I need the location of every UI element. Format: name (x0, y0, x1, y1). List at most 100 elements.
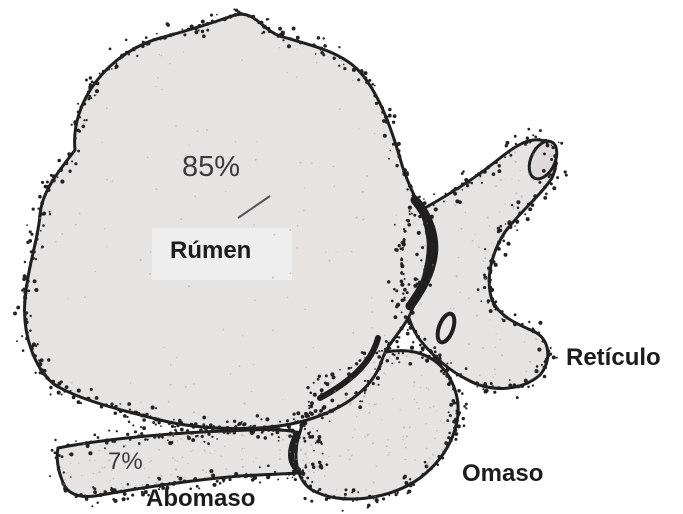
stipple-dot (432, 264, 434, 266)
stipple-dot (336, 252, 337, 253)
stipple-dot (362, 218, 364, 220)
stipple-dot (57, 391, 61, 395)
stipple-dot (462, 417, 465, 420)
stipple-dot (391, 300, 394, 303)
stipple-dot (198, 425, 200, 427)
stipple-dot (160, 435, 163, 438)
stipple-dot (51, 184, 53, 186)
stipple-dot (445, 365, 447, 367)
stipple-dot (50, 381, 52, 383)
stipple-dot (355, 497, 359, 501)
stipple-dot (409, 482, 411, 484)
omaso-label: Omaso (462, 462, 543, 486)
stipple-dot (28, 239, 32, 243)
stipple-dot (404, 443, 405, 444)
stipple-dot (374, 85, 376, 87)
stipple-dot (61, 393, 63, 395)
stipple-dot (545, 358, 548, 361)
stipple-dot (304, 453, 306, 455)
stipple-dot (400, 328, 403, 331)
stipple-dot (427, 243, 430, 246)
stipple-dot (39, 361, 41, 363)
stipple-dot (83, 119, 85, 121)
stipple-dot (514, 135, 517, 138)
stipple-dot (83, 102, 86, 105)
stipple-dot (526, 142, 528, 144)
stipple-dot (396, 303, 400, 307)
stipple-dot (168, 482, 170, 484)
stipple-dot (454, 438, 457, 441)
stipple-dot (373, 498, 375, 500)
stipple-dot (327, 386, 329, 388)
stipple-dot (422, 209, 425, 212)
stipple-dot (458, 373, 460, 375)
stipple-dot (193, 383, 195, 385)
stipple-dot (413, 330, 417, 334)
stipple-dot (281, 32, 285, 36)
stipple-dot (332, 376, 335, 379)
stipple-dot (193, 411, 195, 413)
stipple-dot (170, 474, 171, 475)
stipple-dot (516, 396, 519, 399)
stipple-dot (88, 451, 92, 455)
stipple-dot (394, 315, 398, 319)
stipple-dot (524, 342, 525, 343)
stipple-dot (424, 461, 427, 464)
stipple-dot (236, 427, 238, 429)
stipple-dot (63, 483, 65, 485)
stipple-dot (292, 461, 295, 464)
stipple-dot (41, 181, 44, 184)
stipple-dot (459, 291, 461, 293)
stipple-dot (364, 392, 366, 394)
stipple-dot (218, 433, 220, 435)
stipple-dot (504, 203, 505, 204)
stipple-dot (34, 242, 37, 245)
stipple-dot (352, 332, 354, 334)
stipple-dot (427, 223, 428, 224)
stipple-dot (174, 429, 177, 432)
stipple-dot (501, 318, 503, 320)
stipple-dot (487, 266, 490, 269)
stipple-dot (104, 447, 106, 449)
stipple-dot (83, 123, 85, 125)
stipple-dot (50, 393, 52, 395)
stipple-dot (338, 65, 340, 67)
abomaso-percentage: 7% (108, 450, 143, 474)
stipple-dot (198, 436, 200, 438)
stipple-dot (142, 413, 145, 416)
stipple-dot (123, 414, 127, 418)
stipple-dot (364, 71, 368, 75)
stipple-dot (402, 476, 405, 479)
stipple-dot (209, 423, 213, 427)
stipple-dot (303, 210, 305, 212)
stipple-dot (388, 452, 389, 453)
stipple-dot (434, 438, 435, 439)
stipple-dot (481, 182, 483, 184)
stipple-dot (34, 288, 38, 292)
stipple-dot (92, 489, 94, 491)
stipple-dot (115, 491, 118, 494)
stipple-dot (127, 416, 129, 418)
stipple-dot (25, 284, 29, 288)
stipple-dot (403, 299, 406, 302)
stipple-dot (52, 179, 56, 183)
stipple-dot (57, 468, 60, 471)
stipple-dot (428, 356, 431, 359)
stipple-dot (396, 357, 399, 360)
stipple-dot (350, 378, 351, 379)
stipple-dot (53, 183, 54, 184)
stipple-dot (85, 441, 88, 444)
stipple-dot (397, 152, 400, 155)
stipple-dot (52, 174, 56, 178)
stipple-dot (466, 184, 469, 187)
stipple-dot (496, 333, 497, 334)
stipple-dot (423, 268, 427, 272)
stipple-dot (381, 106, 384, 109)
stipple-dot (223, 17, 227, 21)
stipple-dot (322, 37, 324, 39)
stipple-dot (455, 199, 459, 203)
stipple-dot (432, 250, 435, 253)
stipple-dot (95, 81, 99, 85)
stipple-dot (171, 425, 174, 428)
